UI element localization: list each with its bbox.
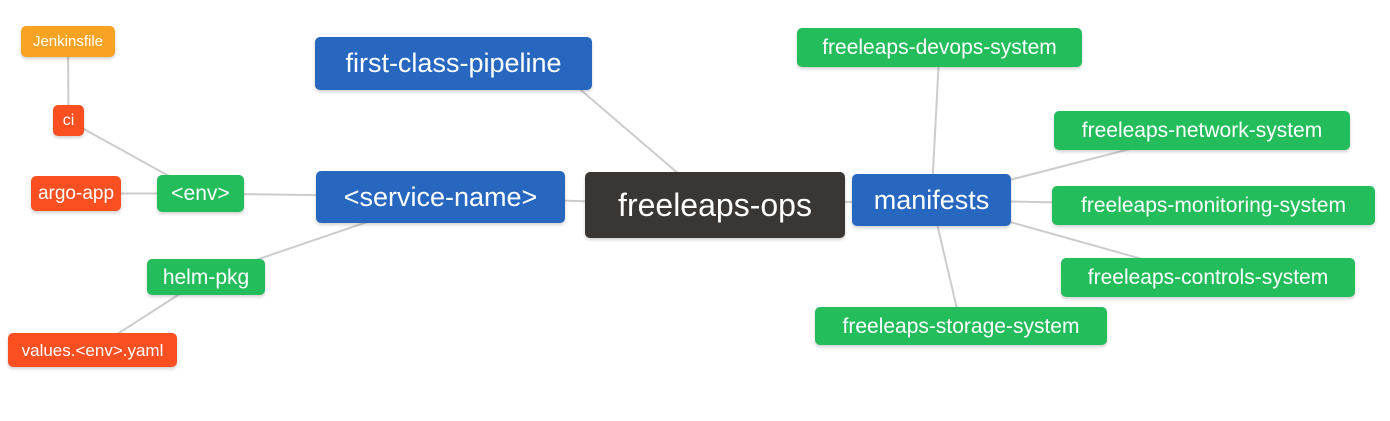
node-helm-pkg[interactable]: helm-pkg — [147, 259, 265, 295]
node-values-env-yaml[interactable]: values.<env>.yaml — [8, 333, 177, 367]
node-env[interactable]: <env> — [157, 175, 244, 212]
node-argo-app[interactable]: argo-app — [31, 176, 121, 211]
node-network-system[interactable]: freeleaps-network-system — [1054, 111, 1350, 150]
node-ci[interactable]: ci — [53, 105, 84, 136]
node-controls-system[interactable]: freeleaps-controls-system — [1061, 258, 1355, 297]
node-monitoring-system[interactable]: freeleaps-monitoring-system — [1052, 186, 1375, 225]
node-storage-system[interactable]: freeleaps-storage-system — [815, 307, 1107, 345]
node-first-class-pipeline[interactable]: first-class-pipeline — [315, 37, 592, 90]
node-service-name[interactable]: <service-name> — [316, 171, 565, 223]
node-manifests[interactable]: manifests — [852, 174, 1011, 226]
node-jenkinsfile[interactable]: Jenkinsfile — [21, 26, 115, 57]
node-devops-system[interactable]: freeleaps-devops-system — [797, 28, 1082, 67]
node-freeleaps-ops[interactable]: freeleaps-ops — [585, 172, 845, 238]
